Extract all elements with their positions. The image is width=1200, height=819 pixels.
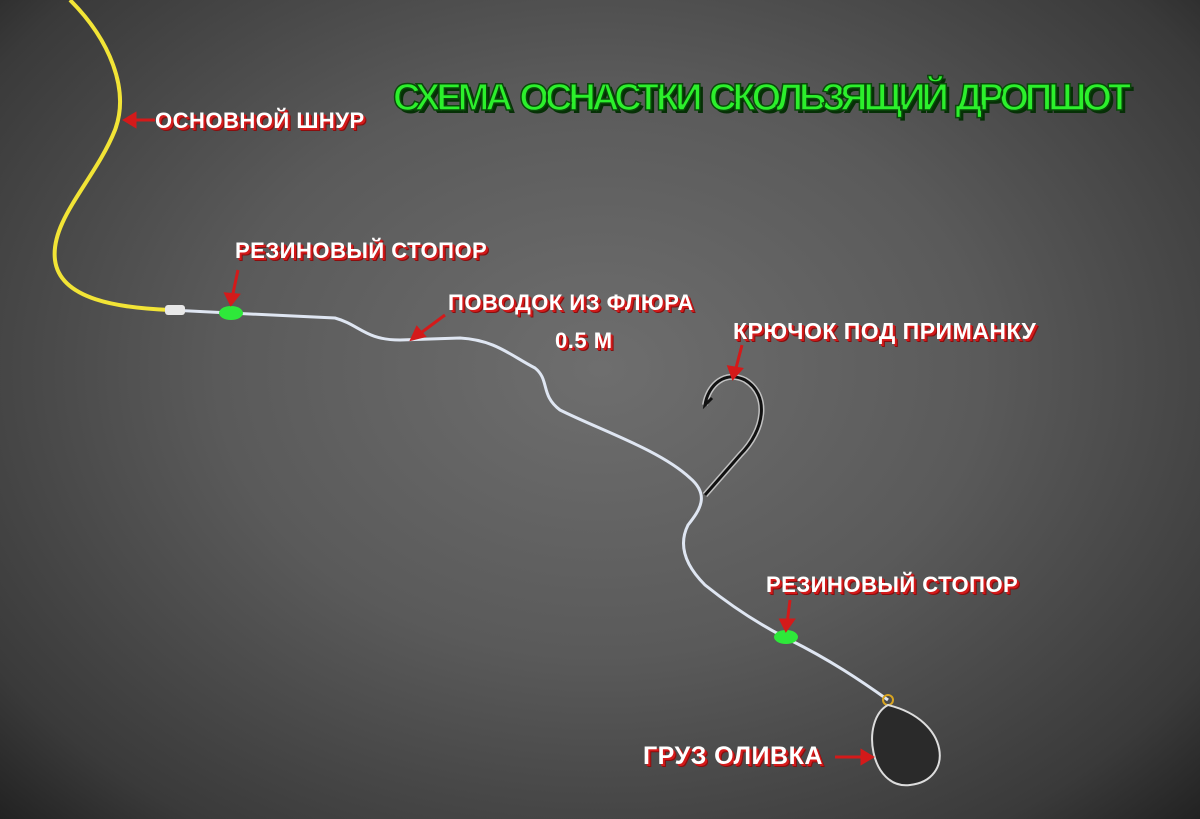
stopper-top — [219, 306, 243, 320]
label-leader-length: 0.5 М — [555, 328, 613, 353]
label-hook: КРЮЧОК ПОД ПРИМАНКУ — [733, 318, 1037, 344]
main-line — [52, 0, 171, 312]
label-stopper-bottom: РЕЗИНОВЫЙ СТОПОР — [766, 572, 1019, 597]
sinker-icon — [871, 694, 941, 787]
swivel — [165, 305, 185, 315]
label-sinker: ГРУЗ ОЛИВКА — [643, 742, 823, 770]
hook-icon — [702, 373, 765, 497]
label-main-line: ОСНОВНОЙ ШНУР — [155, 108, 365, 133]
diagram-title: СХЕМА ОСНАСТКИ СКОЛЬЗЯЩИЙ ДРОПШОТ — [392, 76, 1132, 120]
arrows — [122, 111, 875, 766]
label-stopper-top: РЕЗИНОВЫЙ СТОПОР — [235, 238, 488, 263]
fluoro-leader — [169, 308, 889, 702]
stopper-bottom — [774, 630, 798, 644]
label-leader: ПОВОДОК ИЗ ФЛЮРА — [448, 290, 694, 315]
